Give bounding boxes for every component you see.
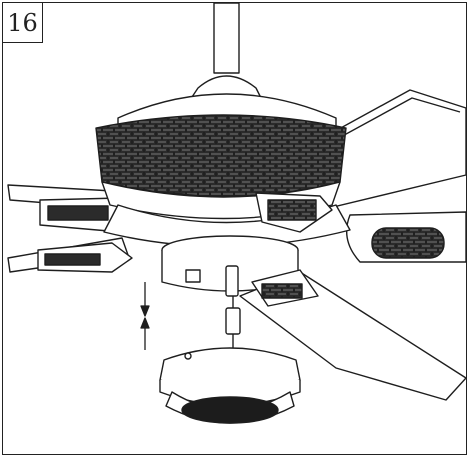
bracket-plate-right [371, 227, 445, 259]
step-number-badge: 16 [2, 2, 43, 43]
double-arrow-icon [140, 282, 150, 350]
wire-connector-lower [225, 307, 241, 335]
step-number: 16 [7, 8, 38, 37]
downrod [213, 2, 240, 74]
bracket-plate-right-lower [261, 283, 303, 299]
bracket-slot-left-upper [47, 205, 109, 221]
bracket-slot-left-lower [44, 253, 101, 266]
switch-cap-bottom-opening [181, 396, 279, 424]
switch-cap-screw [184, 352, 192, 360]
wire-connector-upper [225, 265, 239, 297]
bracket-plate-front [267, 199, 317, 221]
collar-screw-slot [185, 269, 201, 283]
motor-housing-weave [95, 114, 347, 197]
